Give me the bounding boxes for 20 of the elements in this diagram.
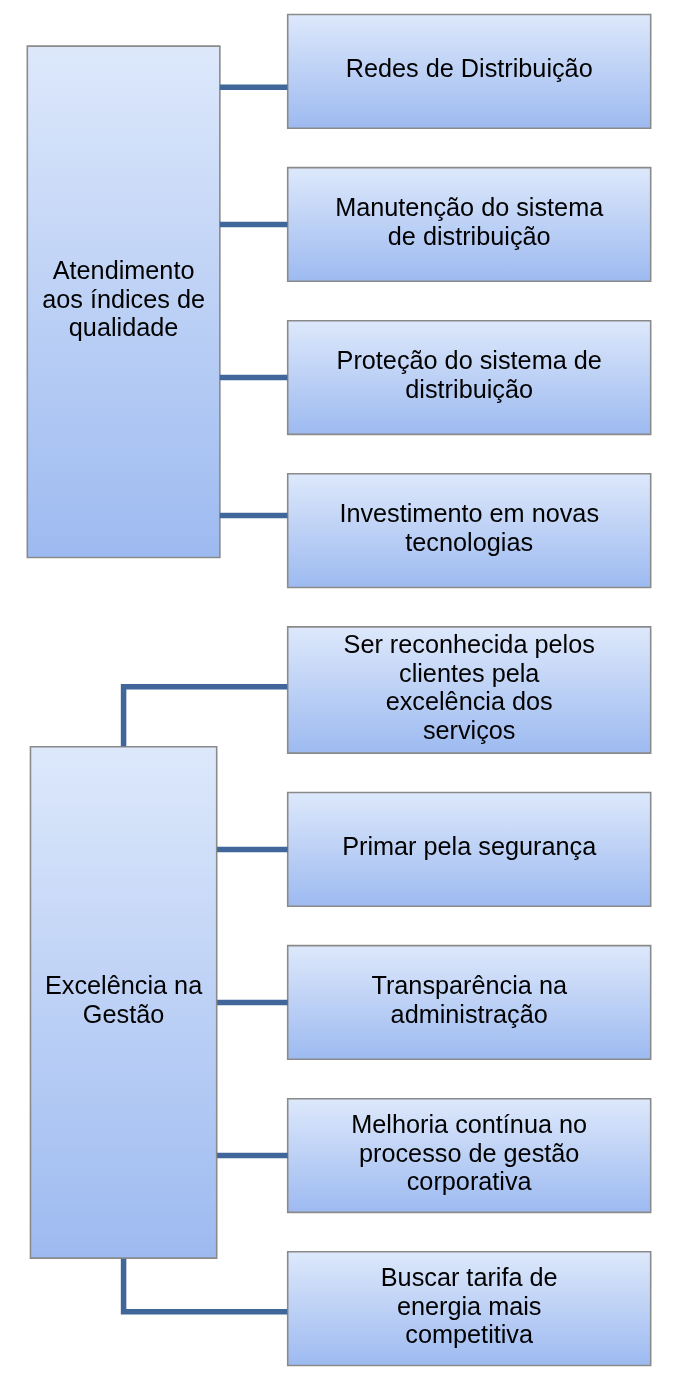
node-box: Buscar tarifa de energia mais competitiva — [286, 1251, 651, 1367]
connector — [216, 999, 288, 1006]
connector — [219, 374, 287, 381]
node-box: Manutenção do sistema de distribuição — [286, 166, 651, 283]
node-box: Transparência na administração — [286, 944, 651, 1061]
connector — [216, 1152, 288, 1159]
node-box: Proteção do sistema de distribuição — [286, 319, 651, 436]
node-box: Investimento em novas tecnologias — [286, 473, 651, 589]
node-box: Excelência na Gestão — [29, 746, 217, 1259]
connector — [120, 1258, 287, 1315]
node-box: Melhoria contínua no processo de gestão corporativa — [286, 1097, 651, 1214]
connector — [219, 512, 287, 519]
node-box: Primar pela segurança — [286, 791, 651, 907]
connector — [219, 221, 287, 228]
connector — [219, 84, 287, 90]
connector — [216, 846, 288, 853]
connector — [120, 684, 287, 747]
node-box: Atendimento aos índices de qualidade — [26, 45, 221, 559]
node-box: Ser reconhecida pelos clientes pela excelência dos serviços — [286, 626, 651, 754]
node-box: Redes de Distribuição — [286, 13, 651, 129]
